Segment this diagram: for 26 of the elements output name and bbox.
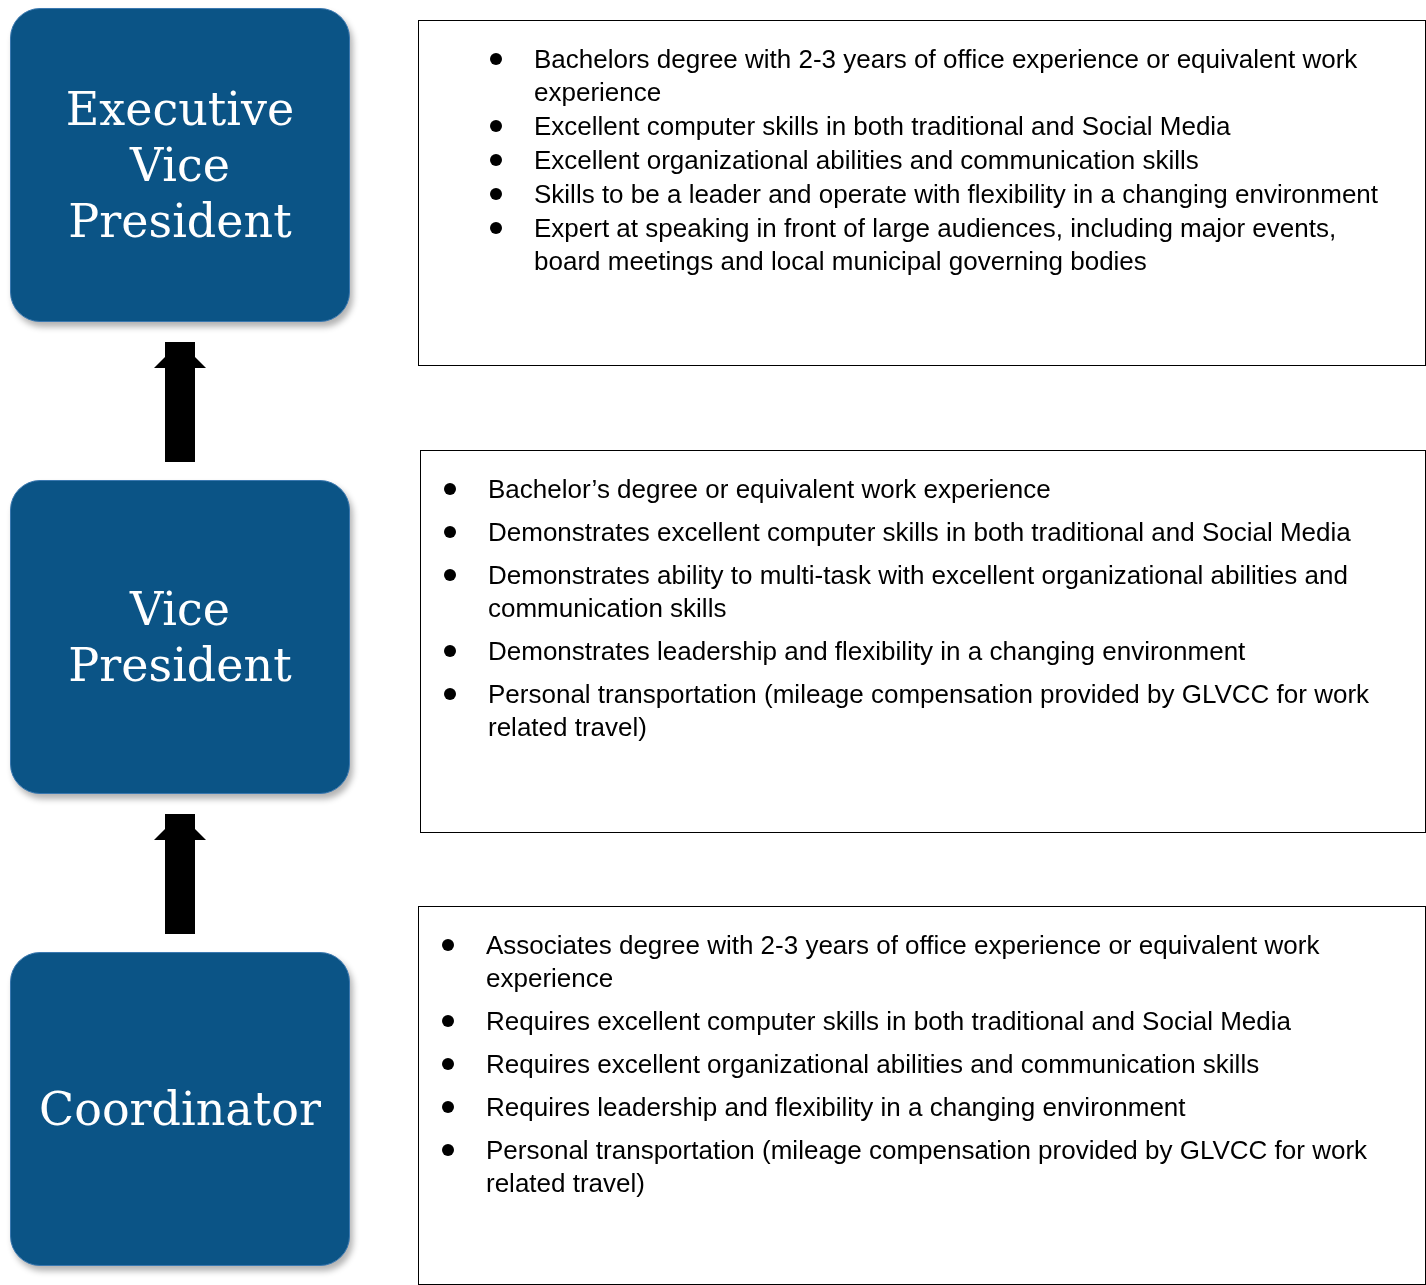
requirement-text: Demonstrates excellent computer skills in both traditional and Social Media — [488, 517, 1351, 547]
block-arrow — [154, 342, 206, 462]
requirement-text: Demonstrates ability to multi-task with excellent organizational abilities and communication skills — [488, 560, 1348, 623]
requirement-text: Bachelors degree with 2-3 years of office experience or equivalent work experience — [534, 44, 1358, 107]
role-box — [10, 8, 350, 322]
block-arrow — [154, 814, 206, 934]
requirement-text: Personal transportation (mileage compensation provided by GLVCC for work related travel) — [488, 679, 1370, 742]
requirement-text: Requires leadership and flexibility in a changing environment — [486, 1092, 1186, 1122]
requirement-text: Expert at speaking in front of large audiences, including major events, board meetings and local municipal governing bodies — [534, 213, 1337, 276]
requirement-text: Requires excellent computer skills in both traditional and Social Media — [486, 1006, 1291, 1036]
requirement-text: Excellent organizational abilities and communication skills — [534, 145, 1199, 175]
requirement-text: Personal transportation (mileage compensation provided by GLVCC for work related travel) — [486, 1135, 1368, 1198]
role-title: Executive Vice President — [64, 81, 296, 249]
requirement-text: Requires excellent organizational abilities and communication skills — [486, 1049, 1260, 1079]
requirements-box — [418, 20, 1426, 366]
requirement-text: Associates degree with 2-3 years of office experience or equivalent work experience — [486, 930, 1320, 993]
requirement-text: Skills to be a leader and operate with flexibility in a changing environment — [534, 179, 1379, 209]
requirement-text: Bachelor’s degree or equivalent work experience — [488, 474, 1051, 504]
requirement-text: Excellent computer skills in both traditional and Social Media — [534, 111, 1231, 141]
requirement-text: Demonstrates leadership and flexibility in a changing environment — [488, 636, 1246, 666]
role-box — [10, 480, 350, 794]
role-title: Vice President — [67, 581, 293, 693]
requirements-box — [420, 450, 1426, 833]
requirements-box — [418, 906, 1426, 1285]
role-title: Coordinator — [38, 1081, 322, 1137]
role-box — [10, 952, 350, 1266]
